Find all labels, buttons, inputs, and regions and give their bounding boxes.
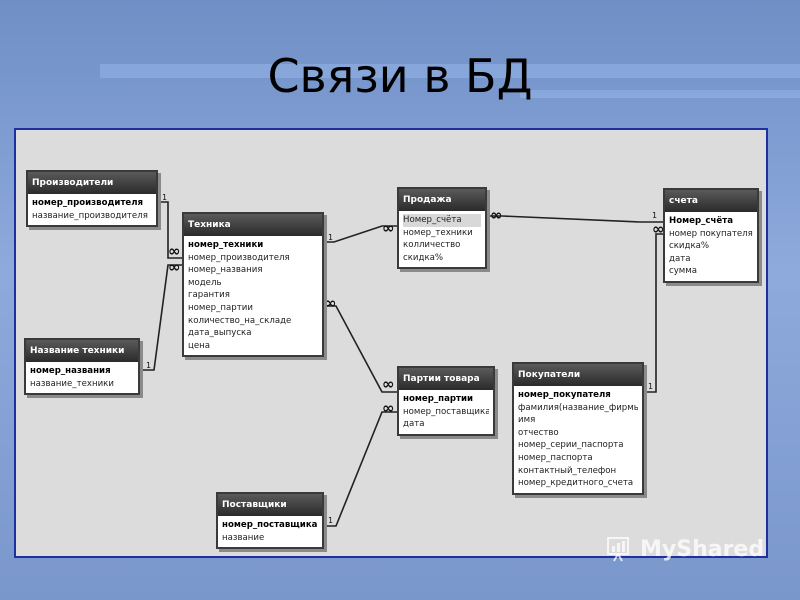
table-field[interactable]: отчество bbox=[518, 427, 559, 438]
table-field[interactable]: сумма bbox=[669, 266, 698, 277]
table-field-list: номер_поставщика название bbox=[218, 516, 322, 547]
decor-stripe-mid bbox=[520, 90, 800, 98]
rel-many-label: ∞ bbox=[168, 242, 181, 260]
table-pokupateli[interactable]: Покупатели номер_покупателя фамилия(назван… bbox=[512, 362, 644, 495]
rel-one-label: 1 bbox=[328, 516, 333, 525]
rel-line-proizvoditeli-tehnika[interactable] bbox=[158, 201, 182, 259]
table-title[interactable]: Покупатели bbox=[514, 364, 642, 386]
table-title[interactable]: Производители bbox=[28, 172, 156, 194]
table-proizvoditeli[interactable]: Производители номер_производителя название… bbox=[26, 170, 158, 228]
table-field[interactable]: дата bbox=[403, 419, 425, 430]
table-field[interactable]: цена bbox=[188, 340, 211, 351]
table-field-list: номер_покупателя фамилия(название_фирмы) и… bbox=[514, 386, 642, 493]
rel-many-label: ∞ bbox=[324, 294, 337, 312]
table-field[interactable]: номер_производителя bbox=[32, 198, 144, 208]
table-field[interactable]: номер покупателя bbox=[669, 228, 753, 239]
table-postavshiki[interactable]: Поставщики номер_поставщика название bbox=[216, 492, 324, 550]
table-field[interactable]: колличество bbox=[403, 240, 461, 251]
table-title[interactable]: Продажа bbox=[399, 189, 485, 211]
table-field[interactable]: контактный_телефон bbox=[518, 465, 617, 476]
rel-one-label: 1 bbox=[162, 193, 167, 202]
rel-one-label: 1 bbox=[648, 382, 653, 391]
rel-many-label: ∞ bbox=[168, 258, 181, 276]
table-partii[interactable]: Партии товара номер_партии номер_поставщик… bbox=[397, 366, 495, 436]
rel-line-postavshiki-partii[interactable] bbox=[324, 411, 397, 527]
rel-line-tehnika-partii[interactable] bbox=[324, 305, 397, 393]
rel-line-pokupateli-scheta[interactable] bbox=[644, 233, 663, 393]
table-field[interactable]: имя bbox=[518, 415, 536, 426]
table-field-list: номер_партии номер_поставщика дата bbox=[399, 390, 493, 434]
table-nazvanie[interactable]: Название техники номер_названия название_т… bbox=[24, 338, 140, 396]
table-field-list: номер_названия название_техники bbox=[26, 362, 138, 393]
rel-many-label: ∞ bbox=[382, 219, 395, 237]
rel-one-label: 1 bbox=[328, 233, 333, 242]
table-field[interactable]: скидка% bbox=[669, 241, 710, 252]
table-field[interactable]: дата bbox=[669, 253, 691, 264]
table-field[interactable]: дата_выпуска bbox=[188, 328, 252, 339]
rel-many-label: ∞ bbox=[382, 399, 395, 417]
table-field[interactable]: номер_паспорта bbox=[518, 452, 593, 463]
rel-many-label: ∞ bbox=[652, 220, 665, 238]
table-field[interactable]: название_техники bbox=[30, 378, 114, 389]
table-field[interactable]: Номер_счёта bbox=[403, 214, 481, 227]
table-field[interactable]: номер_названия bbox=[188, 265, 263, 276]
relationship-lines: 1 ∞ 1 ∞ 1 ∞ ∞ ∞ ∞ 1 1 ∞ 1 ∞ bbox=[140, 193, 665, 527]
rel-one-label: 1 bbox=[652, 211, 657, 220]
slide-title: Связи в БД bbox=[267, 49, 533, 103]
rel-line-tehnika-prodazha[interactable] bbox=[324, 225, 397, 243]
table-field[interactable]: номер_производителя bbox=[188, 252, 290, 263]
table-field[interactable]: количество_на_складе bbox=[188, 315, 292, 326]
table-title[interactable]: Поставщики bbox=[218, 494, 322, 516]
table-field[interactable]: модель bbox=[188, 277, 222, 288]
table-field[interactable]: скидка% bbox=[403, 252, 444, 263]
myshared-logo-icon bbox=[607, 537, 629, 562]
table-field[interactable]: номер_покупателя bbox=[518, 390, 611, 400]
rel-line-prodazha-scheta[interactable] bbox=[487, 215, 663, 223]
table-title[interactable]: Партии товара bbox=[399, 368, 493, 390]
table-title[interactable]: Техника bbox=[184, 214, 322, 236]
table-field-list: номер_производителя название_производител… bbox=[28, 194, 156, 225]
watermark-text: MyShared bbox=[640, 536, 765, 562]
table-field[interactable]: название bbox=[222, 532, 265, 543]
table-title[interactable]: счета bbox=[665, 190, 757, 212]
table-field[interactable]: номер_техники bbox=[403, 227, 473, 238]
table-field-list: Номер_счёта номер покупателя скидка%дата су… bbox=[665, 212, 757, 281]
table-field[interactable]: номер_поставщика bbox=[403, 406, 489, 417]
table-field[interactable]: Номер_счёта bbox=[669, 216, 733, 226]
table-field[interactable]: номер_партии bbox=[188, 302, 253, 313]
table-field[interactable]: номер_названия bbox=[30, 366, 111, 376]
relationship-canvas: 1 ∞ 1 ∞ 1 ∞ ∞ ∞ ∞ 1 1 ∞ 1 ∞ Производител… bbox=[14, 128, 768, 558]
table-field[interactable]: фамилия(название_фирмы) bbox=[518, 402, 638, 413]
watermark: MyShared bbox=[606, 536, 764, 562]
table-field[interactable]: номер_поставщика bbox=[222, 520, 318, 530]
table-field-list: номер_техники номер_производителя номер_на… bbox=[184, 236, 322, 355]
table-field[interactable]: название_производителя bbox=[32, 210, 148, 221]
rel-many-label: ∞ bbox=[490, 206, 503, 224]
table-field[interactable]: номер_серии_паспорта bbox=[518, 440, 624, 451]
table-field[interactable]: номер_техники bbox=[188, 240, 264, 250]
rel-line-nazvanie-tehnika[interactable] bbox=[140, 264, 182, 371]
table-field[interactable]: номер_партии bbox=[403, 394, 474, 404]
rel-one-label: 1 bbox=[146, 361, 151, 370]
table-field[interactable]: гарантия bbox=[188, 290, 230, 301]
table-title[interactable]: Название техники bbox=[26, 340, 138, 362]
table-field[interactable]: номер_кредитного_счета bbox=[518, 478, 634, 489]
rel-many-label: ∞ bbox=[382, 375, 395, 393]
decor-stripe-top bbox=[100, 64, 800, 78]
